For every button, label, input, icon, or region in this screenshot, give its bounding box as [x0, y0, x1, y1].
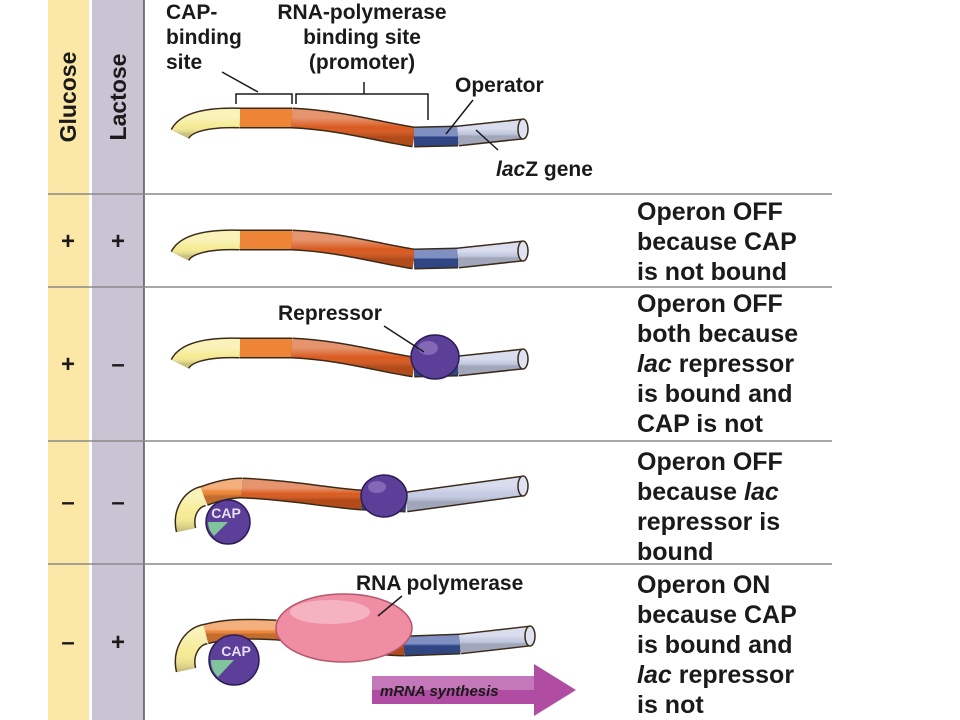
rna-polymerase-site-label: RNA-polymerase binding site (promoter)	[277, 1, 446, 74]
glucose-column	[48, 0, 90, 720]
operator-label: Operator	[455, 74, 544, 97]
promoter-segment-shade	[291, 339, 416, 376]
glucose-header: Glucose	[55, 52, 81, 143]
bracket-lines	[221, 71, 499, 151]
rna-polymerase-label: RNA polymerase	[356, 572, 523, 595]
repressor-highlight-row3	[368, 481, 386, 493]
lacz-gene-segment-shade	[457, 350, 524, 375]
dna-open-end	[524, 625, 536, 647]
five-prime-end-shade	[176, 487, 207, 532]
cap-site-segment-shade	[200, 479, 243, 505]
promoter-segment-shade	[241, 479, 363, 509]
operator-segment-shade	[413, 249, 459, 268]
repressor-protein	[410, 334, 460, 380]
dna-open-end	[517, 348, 529, 370]
dna-open-end	[517, 240, 529, 262]
lacz-gene-segment-shade	[404, 477, 525, 511]
rna-polymerase-pointer	[377, 595, 403, 617]
lactose-sign-row2: –	[111, 351, 124, 378]
cap-label-row4: CAP	[221, 643, 251, 659]
cap-site-segment-shade	[203, 620, 277, 643]
lacz-gene-segment-shade	[457, 120, 524, 145]
dna-open-end	[517, 475, 529, 497]
mrna-synthesis-label: mRNA synthesis	[380, 683, 499, 700]
five-prime-end-shade	[171, 108, 241, 140]
cap-camp-wedge-row4	[210, 660, 234, 677]
svg-text:CAP-: CAP-	[166, 1, 217, 24]
dna-labeled	[170, 107, 529, 148]
glucose-sign-row1: +	[61, 228, 75, 255]
glucose-sign-row3: –	[61, 489, 74, 516]
lactose-header: Lactose	[105, 54, 131, 141]
lacz-gene-segment-shade	[458, 627, 532, 653]
cap-camp-wedge-row3	[208, 522, 228, 536]
lactose-column	[92, 0, 144, 720]
svg-text:site: site	[166, 51, 202, 74]
operator-segment-shade	[413, 127, 459, 146]
promoter-segment-shade	[291, 231, 416, 268]
condition-signs: + + + – – – – +	[61, 228, 125, 656]
promoter-segment-shade	[291, 109, 416, 146]
svg-text:(promoter): (promoter)	[309, 51, 415, 74]
svg-text:RNA-polymerase: RNA-polymerase	[277, 1, 446, 24]
repressor-protein-row3	[360, 474, 408, 518]
dna-row-1	[170, 229, 529, 270]
repressor-label: Repressor	[278, 302, 382, 325]
lacz-gene-segment-shade	[457, 242, 524, 267]
repressor-highlight	[418, 341, 438, 355]
svg-text:binding site: binding site	[303, 26, 421, 49]
lactose-sign-row1: +	[111, 228, 125, 255]
cap-label-row3: CAP	[211, 505, 241, 521]
svg-text:binding: binding	[166, 26, 242, 49]
cap-binding-site-label: CAP- binding site	[166, 1, 242, 74]
dna-row-2	[170, 337, 529, 378]
glucose-sign-row2: +	[61, 351, 75, 378]
lacz-gene-label: lacZ gene	[496, 158, 593, 181]
operator-segment-shade	[403, 635, 461, 655]
five-prime-end-shade	[176, 625, 209, 672]
mrna-arrow-tint	[372, 676, 534, 690]
dna-open-end	[517, 118, 529, 140]
repressor-pointer	[383, 325, 425, 353]
lactose-sign-row3: –	[111, 489, 124, 516]
row-separators	[48, 193, 832, 565]
five-prime-end-shade	[171, 230, 241, 262]
glucose-sign-row4: –	[61, 629, 74, 656]
five-prime-end-shade	[171, 338, 241, 370]
lactose-sign-row4: +	[111, 629, 125, 656]
rna-polymerase-highlight	[290, 600, 370, 624]
